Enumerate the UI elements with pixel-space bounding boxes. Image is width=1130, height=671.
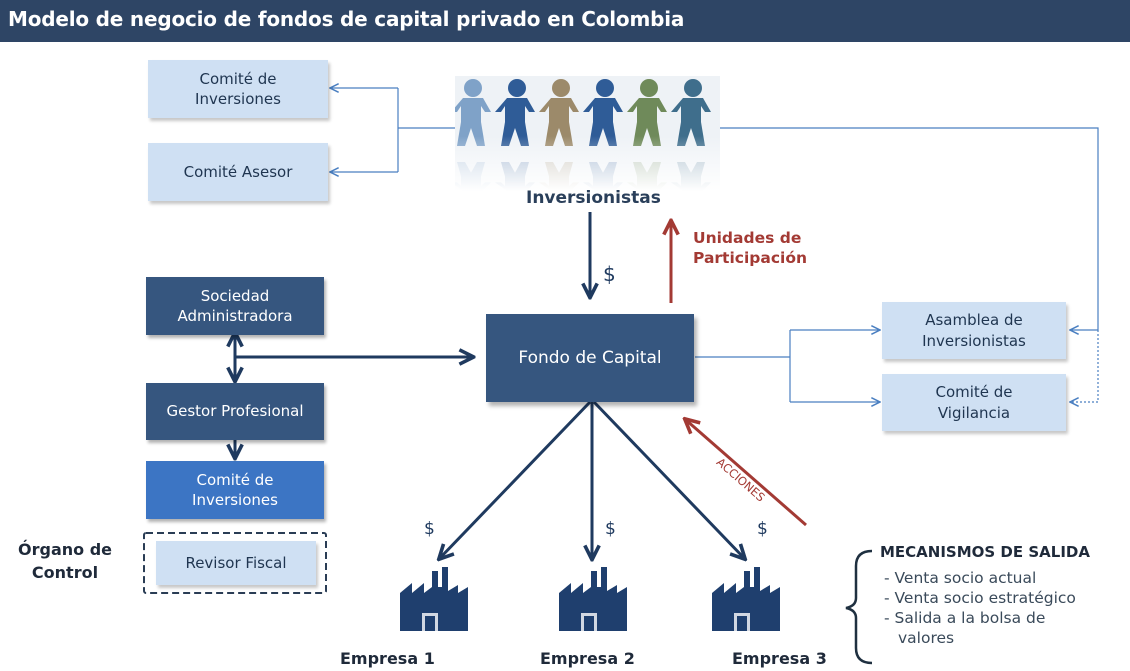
comite-vigilancia-box: Comité de Vigilancia: [882, 374, 1066, 431]
comite-asesor-box: Comité Asesor: [148, 143, 328, 201]
exit-item-valores: valores: [898, 629, 955, 647]
fondo-capital-box: Fondo de Capital: [486, 314, 694, 402]
factory-icon-empresa-1: [400, 567, 468, 631]
revisor-fiscal-label: Revisor Fiscal: [185, 553, 287, 572]
header-bar: Modelo de negocio de fondos de capital p…: [0, 0, 1130, 42]
money-label-top: $: [603, 262, 616, 286]
comite-inversiones-bottom-label: Comité de Inversiones: [192, 470, 278, 509]
empresa-1-label: Empresa 1: [340, 649, 435, 668]
money-label-empresa-3: $: [757, 519, 768, 539]
comite-inversiones-top-box: Comité de Inversiones: [148, 60, 328, 118]
money-label-empresa-2: $: [605, 519, 616, 539]
asamblea-box: Asamblea de Inversionistas: [882, 302, 1066, 359]
comite-asesor-label: Comité Asesor: [183, 162, 293, 181]
money-label-empresa-1: $: [424, 519, 435, 539]
asamblea-label: Asamblea de Inversionistas: [922, 311, 1026, 350]
investors-people-icon: [455, 76, 720, 191]
exit-item-bolsa: - Salida a la bolsa de: [884, 609, 1046, 627]
acciones-arrow: [686, 420, 807, 527]
investors-to-assembly-connector: [718, 127, 1099, 402]
control-dashed-frame: [143, 532, 327, 594]
mecanismos-salida-title: MECANISMOS DE SALIDA: [880, 543, 1090, 561]
revisor-fiscal-box: Revisor Fiscal: [156, 541, 316, 585]
empresa-2-label: Empresa 2: [540, 649, 635, 668]
organo-control-label-line2: Control: [31, 563, 99, 582]
sociedad-administradora-label: Sociedad Administradora: [177, 286, 293, 325]
fondo-capital-label: Fondo de Capital: [518, 347, 662, 368]
unidades-label-line1: Unidades de: [693, 229, 802, 247]
comite-vigilancia-label: Comité de Vigilancia: [935, 383, 1013, 422]
inversionistas-label: Inversionistas: [526, 188, 661, 208]
fondo-to-control-connector: [695, 330, 880, 402]
investors-to-committees-connector: [330, 88, 455, 172]
organo-control-label-line1: Órgano de: [18, 540, 112, 559]
exit-mechanisms-list: - Venta socio actual - Venta socio estra…: [884, 568, 1076, 648]
sociedad-administradora-box: Sociedad Administradora: [146, 277, 324, 335]
exit-brace: [845, 549, 873, 665]
comite-inversiones-bottom-box: Comité de Inversiones: [146, 461, 324, 519]
empresa-3-label: Empresa 3: [732, 649, 827, 668]
unidades-label-line2: Participación: [693, 249, 808, 267]
comite-inversiones-top-label: Comité de Inversiones: [195, 69, 281, 108]
gestor-profesional-box: Gestor Profesional: [146, 383, 324, 440]
fondo-to-companies-arrows: [440, 400, 744, 558]
page-title: Modelo de negocio de fondos de capital p…: [8, 7, 685, 31]
factory-icon-empresa-3: [712, 567, 780, 631]
exit-item-venta-estrategico: - Venta socio estratégico: [884, 589, 1076, 607]
factory-icon-empresa-2: [559, 567, 627, 631]
exit-item-venta-actual: - Venta socio actual: [884, 569, 1037, 587]
gestor-profesional-label: Gestor Profesional: [166, 402, 304, 421]
